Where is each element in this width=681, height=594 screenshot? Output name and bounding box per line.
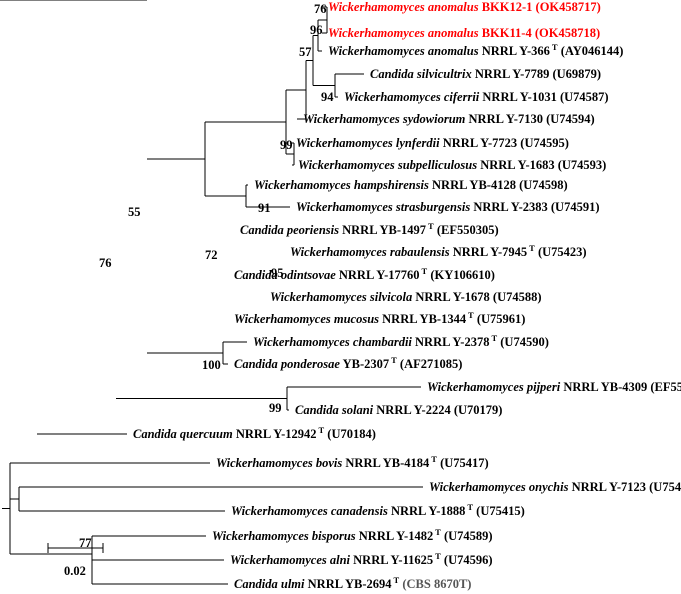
bootstrap-value: 95: [271, 266, 284, 280]
taxon-label: Wickerhamomyces ciferrii NRRL Y-1031 (U7…: [344, 90, 609, 104]
bootstrap-value: 76: [99, 256, 112, 270]
bootstrap-value: 96: [310, 23, 323, 37]
taxon-label: Wickerhamomyces chambardii NRRL Y-2378 T…: [253, 333, 549, 349]
bootstrap-value: 94: [321, 90, 334, 104]
scale-bar: 0.02: [47, 543, 104, 578]
bootstrap-value: 76: [314, 2, 327, 16]
taxon-label: Wickerhamomyces sydowiorum NRRL Y-7130 (…: [303, 112, 595, 126]
taxon-label: Wickerhamomyces bisporus NRRL Y-1482 T (…: [212, 527, 493, 543]
taxon-label: Wickerhamomyces anomalus BKK12-1 (OK4587…: [328, 0, 601, 14]
bootstrap-value: 55: [128, 205, 141, 219]
taxon-label: Candida peoriensis NRRL YB-1497 T (EF550…: [240, 221, 499, 237]
taxon-label: Wickerhamomyces anomalus BKK11-4 (OK4587…: [328, 26, 600, 40]
taxon-label: Candida ponderosae YB-2307 T (AF271085): [234, 355, 462, 371]
taxon-label: Wickerhamomyces mucosus NRRL YB-1344 T (…: [234, 310, 525, 326]
bootstrap-value: 72: [205, 248, 218, 262]
taxon-label: Wickerhamomyces anomalus NRRL Y-366 T (A…: [328, 42, 623, 58]
bootstrap-value: 77: [79, 536, 92, 550]
taxon-label: Wickerhamomyces bovis NRRL YB-4184 T (U7…: [216, 454, 489, 470]
taxon-label: Wickerhamomyces canadensis NRRL Y-1888 T…: [231, 502, 525, 518]
taxon-label: Wickerhamomyces alni NRRL Y-11625 T (U74…: [230, 551, 493, 567]
taxon-label: Candida ulmi NRRL YB-2694 T (CBS 8670T): [234, 575, 471, 591]
taxon-label: Candida odintsovae NRRL Y-17760 T (KY106…: [234, 266, 495, 282]
bootstrap-value: 100: [202, 358, 221, 372]
taxon-label: Candida solani NRRL Y-2224 (U70179): [295, 403, 502, 417]
taxon-labels: Wickerhamomyces anomalus BKK12-1 (OK4587…: [133, 0, 681, 591]
bootstrap-value: 99: [280, 138, 293, 152]
taxon-label: Wickerhamomyces strasburgensis NRRL Y-23…: [296, 200, 600, 214]
taxon-label: Wickerhamomyces pijperi NRRL YB-4309 (EF…: [427, 380, 681, 394]
taxon-label: Candida quercuum NRRL Y-12942 T (U70184): [133, 425, 376, 441]
bootstrap-value: 99: [269, 401, 282, 415]
taxon-label: Wickerhamomyces hampshirensis NRRL YB-41…: [254, 178, 568, 192]
taxon-label: Candida silvicultrix NRRL Y-7789 (U69879…: [370, 67, 601, 81]
taxon-label: Wickerhamomyces lynferdii NRRL Y-7723 (U…: [296, 136, 569, 150]
tree-branches: [0, 0, 423, 585]
bootstrap-labels: 76 96 57 94 99 91 72 95 55 76 100 99 77: [79, 2, 334, 550]
scale-bar-label: 0.02: [64, 564, 86, 578]
bootstrap-value: 91: [258, 201, 271, 215]
taxon-label: Wickerhamomyces rabaulensis NRRL Y-7945 …: [290, 243, 587, 259]
taxon-label: Wickerhamomyces subpelliculosus NRRL Y-1…: [298, 158, 606, 172]
taxon-label: Wickerhamomyces silvicola NRRL Y-1678 (U…: [270, 290, 542, 304]
taxon-label: Wickerhamomyces onychis NRRL Y-7123 (U75…: [429, 480, 681, 494]
bootstrap-value: 57: [299, 45, 312, 59]
